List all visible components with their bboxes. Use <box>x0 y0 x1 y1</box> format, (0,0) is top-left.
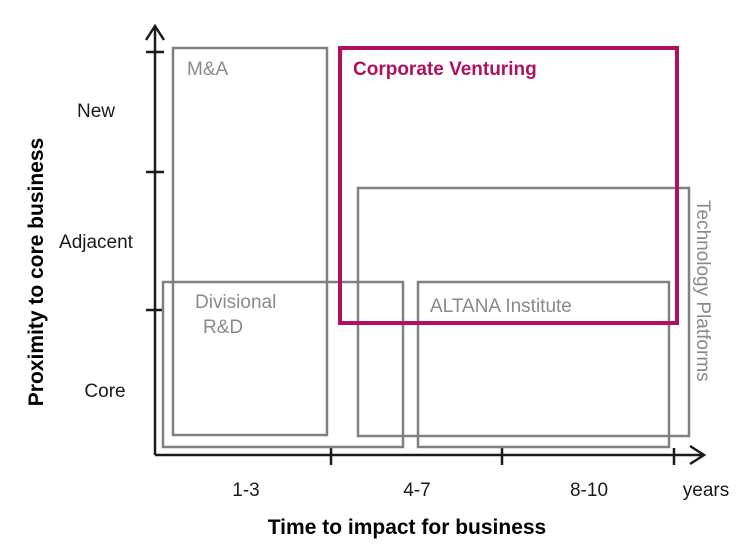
x-label-unit: years <box>683 480 729 501</box>
label-divisional-line2: R&D <box>203 317 243 338</box>
y-label-core: Core <box>84 381 125 402</box>
label-ma: M&A <box>187 59 229 80</box>
y-label-new: New <box>77 101 115 122</box>
x-label-8-10: 8-10 <box>570 480 608 501</box>
y-axis-arrow <box>144 23 166 41</box>
y-label-adjacent: Adjacent <box>59 232 134 253</box>
label-technology-platforms: Technology Platforms <box>692 200 713 382</box>
x-axis-arrow <box>689 444 707 466</box>
label-divisional-line1: Divisional <box>195 292 276 313</box>
box-ma <box>171 46 329 437</box>
y-axis-title: Proximity to core business <box>25 138 48 406</box>
label-altana-institute: ALTANA Institute <box>430 296 572 317</box>
box-technology-platforms <box>356 186 691 438</box>
x-axis-title: Time to impact for business <box>268 516 547 539</box>
x-label-1-3: 1-3 <box>232 480 259 501</box>
label-corporate-venturing: Corporate Venturing <box>353 59 537 80</box>
box-altana-institute <box>416 280 671 449</box>
x-label-4-7: 4-7 <box>403 480 430 501</box>
box-corporate-venturing <box>338 46 679 325</box>
box-divisional-rd <box>161 280 405 449</box>
